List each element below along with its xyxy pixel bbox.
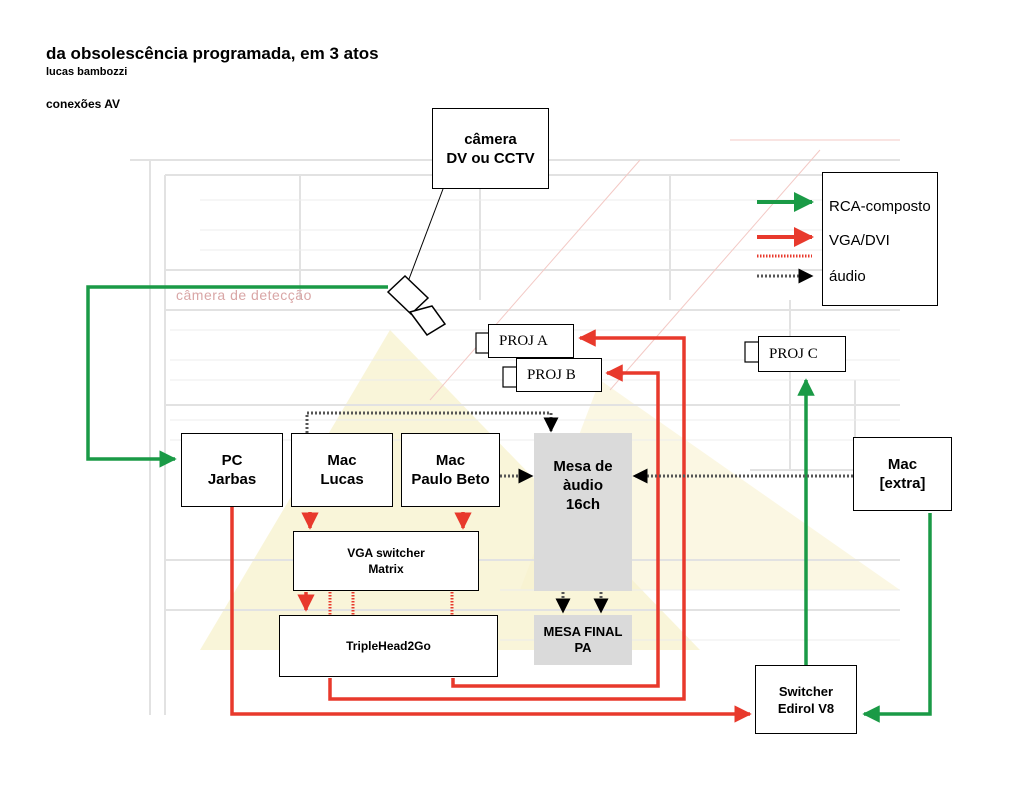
node-pc-jarbas-label: PC Jarbas [207, 452, 257, 488]
page-title: da obsolescência programada, em 3 atos [46, 44, 379, 63]
legend-label-audio: áudio [829, 268, 866, 285]
vga-pc-to-switcher [230, 507, 752, 723]
node-proj-c-label: PROJ C [769, 345, 818, 362]
node-proj-a: PROJ A [488, 324, 574, 358]
node-proj-c: PROJ C [758, 336, 846, 372]
legend-box [822, 172, 938, 306]
node-mac-lucas: Mac Lucas [291, 433, 393, 507]
node-mac-extra: Mac [extra] [853, 437, 952, 511]
vga-triplehead-to-projb [451, 364, 660, 688]
rca-macextra-to-switcher [862, 513, 932, 723]
audio-maclucas-to-mesa [305, 411, 559, 433]
node-mac-lucas-label: Mac Lucas [320, 452, 364, 488]
node-mac-paulo-beto: Mac Paulo Beto [401, 433, 500, 507]
proj-c-icon [744, 341, 760, 363]
node-mesa-final: MESA FINAL PA [534, 615, 632, 665]
node-mac-paulo-beto-label: Mac Paulo Beto [411, 452, 490, 488]
node-vga-switcher-label: VGA switcher Matrix [347, 546, 425, 576]
node-switcher-edirol: Switcher Edirol V8 [755, 665, 857, 734]
vga-triplehead-to-proja [328, 329, 686, 701]
node-proj-b-label: PROJ B [527, 366, 576, 383]
node-camera: câmera DV ou CCTV [432, 108, 549, 189]
node-proj-a-label: PROJ A [499, 332, 548, 349]
node-vga-switcher: VGA switcher Matrix [293, 531, 479, 591]
section-label: conexões AV [46, 97, 121, 111]
legend-label-vga: VGA/DVI [829, 232, 890, 249]
rca-camera-to-pc [86, 285, 388, 468]
node-pc-jarbas: PC Jarbas [181, 433, 283, 507]
node-mesa-audio: Mesa de àudio 16ch [534, 433, 632, 591]
node-proj-b: PROJ B [516, 358, 602, 392]
legend-label-rca: RCA-composto [829, 198, 931, 215]
camera-mount-line [405, 188, 444, 288]
node-mesa-audio-label: Mesa de àudio 16ch [553, 458, 613, 513]
proj-b-icon [502, 366, 518, 388]
floorplan-label: câmera de detecção [176, 287, 312, 303]
node-triplehead: TripleHead2Go [279, 615, 498, 677]
camera-icon [386, 274, 447, 336]
node-camera-label: câmera DV ou CCTV [446, 130, 535, 167]
node-mac-extra-label: Mac [extra] [879, 456, 926, 492]
node-triplehead-label: TripleHead2Go [346, 638, 431, 653]
node-switcher-edirol-label: Switcher Edirol V8 [777, 683, 835, 716]
node-mesa-final-label: MESA FINAL PA [543, 624, 623, 655]
author-name: lucas bambozzi [46, 66, 128, 78]
